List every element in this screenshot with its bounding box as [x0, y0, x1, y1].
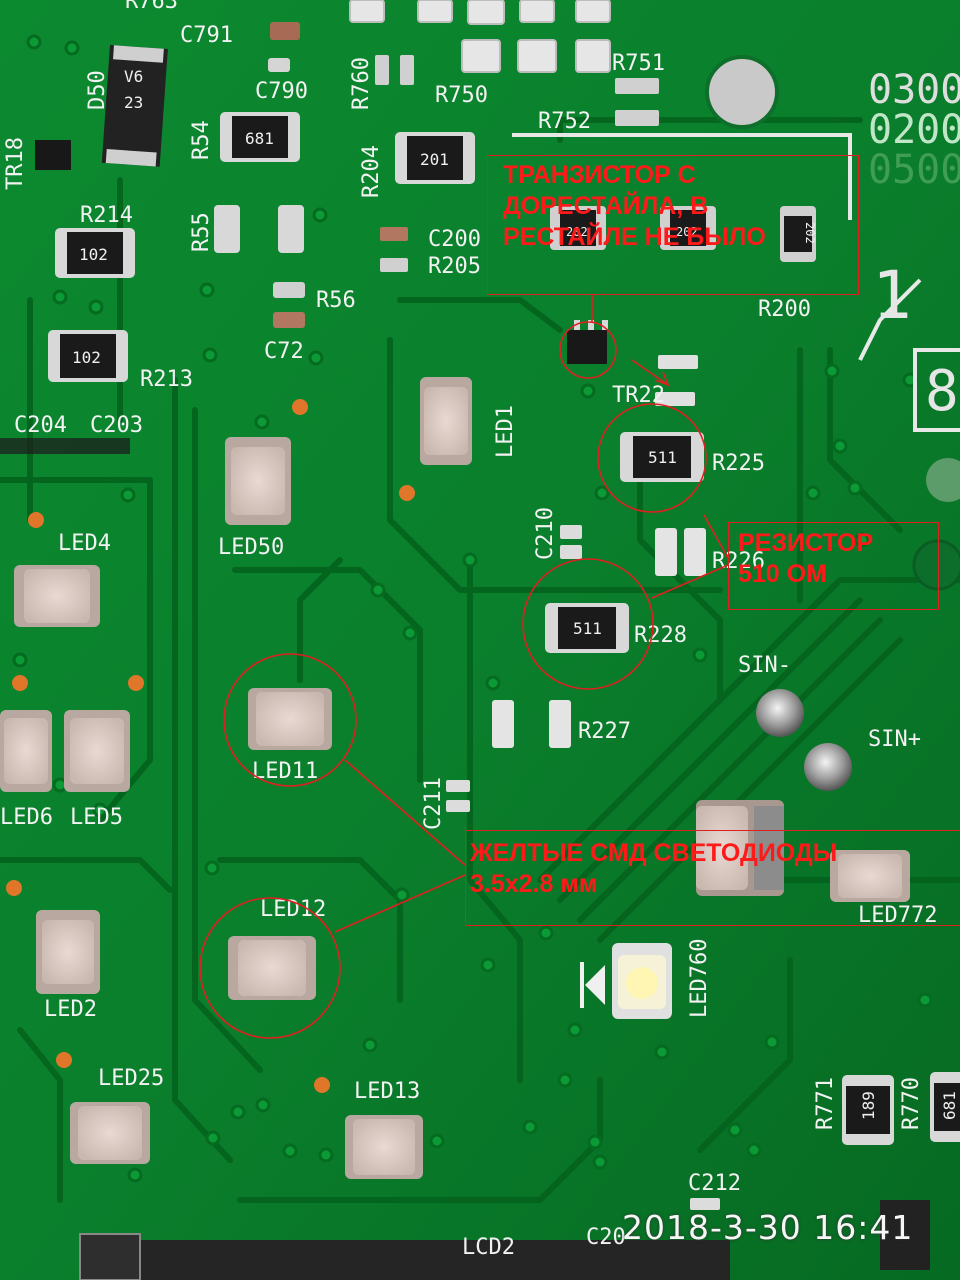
photo-timestamp: 2018-3-30 16:41 — [622, 1208, 914, 1247]
silkscreen-outlines — [512, 133, 960, 432]
label-r213: R213 — [140, 367, 193, 392]
top-pads — [349, 0, 611, 73]
label-led1: LED1 — [493, 405, 518, 458]
vias — [12, 34, 933, 1183]
label-r763: R763 — [125, 0, 178, 14]
version-markings: 0300 0200 0500 1 8 — [868, 67, 960, 424]
label-led772: LED772 — [858, 903, 937, 928]
code-202-a: 202 — [566, 225, 588, 239]
leds-annotation-line-2: 3.5x2.8 мм — [470, 870, 598, 898]
label-r205: R205 — [428, 254, 481, 279]
silkscreen-labels: R763 C791 C790 R760 R750 R751 R752 D50 T… — [0, 0, 937, 1260]
label-r56: R56 — [316, 288, 356, 313]
label-r228: R228 — [634, 623, 687, 648]
label-led2: LED2 — [44, 997, 97, 1022]
component-codes: 681 201 102 102 511 511 189 681 V6 23 20… — [72, 67, 959, 1120]
label-r214: R214 — [80, 203, 133, 228]
code-189: 189 — [859, 1091, 878, 1120]
edge-connector — [926, 458, 960, 502]
label-sin-minus: SIN- — [738, 653, 791, 678]
resistor-annotation-line-2: 510 ОМ — [738, 560, 827, 588]
label-tr18: TR18 — [3, 137, 28, 190]
label-lcd2: LCD2 — [462, 1235, 515, 1260]
transistor-annotation-line-3: РЕСТАЙЛЕ НЕ БЫЛО — [503, 223, 766, 251]
transistor-annotation-line-2: ДОРЕСТАЙЛА, В — [503, 192, 709, 220]
test-pads — [6, 399, 415, 1093]
label-r227: R227 — [578, 719, 631, 744]
smd-leds — [0, 377, 910, 1179]
label-r225: R225 — [712, 451, 765, 476]
resistor-annotation: РЕЗИСТОР 510 ОМ — [738, 528, 873, 590]
code-102-a: 102 — [79, 245, 108, 264]
marking-0300: 0300 — [868, 67, 960, 113]
lcd-connector — [79, 1200, 930, 1280]
label-r55: R55 — [189, 212, 214, 252]
marking-8: 8 — [925, 359, 959, 424]
label-led13: LED13 — [354, 1079, 420, 1104]
label-c790: C790 — [255, 79, 308, 104]
label-c204: C204 — [14, 413, 67, 438]
label-r54: R54 — [189, 120, 214, 160]
code-511-b: 511 — [573, 619, 602, 638]
leds-annotation-box — [465, 830, 960, 926]
sin-plus-terminal — [804, 743, 852, 791]
code-202-b: 202 — [676, 225, 698, 239]
label-led6: LED6 — [0, 805, 53, 830]
transistor-annotation-line-1: ТРАНЗИСТОР С — [503, 161, 696, 189]
marking-0200: 0200 — [868, 107, 960, 153]
label-c200: C200 — [428, 227, 481, 252]
label-r204: R204 — [359, 145, 384, 198]
label-r751: R751 — [612, 51, 665, 76]
smd-resistors — [48, 112, 960, 1145]
leds-annotation: ЖЕЛТЫЕ СМД СВЕТОДИОДЫ 3.5x2.8 мм — [470, 838, 837, 900]
label-d50: D50 — [85, 70, 110, 110]
marking-v6: V6 — [124, 67, 143, 86]
label-r226: R226 — [712, 549, 765, 574]
marking-0500: 0500 — [868, 147, 960, 193]
semiconductors — [35, 45, 608, 364]
label-r760: R760 — [349, 57, 374, 110]
label-led4: LED4 — [58, 531, 111, 556]
label-led25: LED25 — [98, 1066, 164, 1091]
leds-annotation-line-1: ЖЕЛТЫЕ СМД СВЕТОДИОДЫ — [470, 839, 838, 867]
sin-minus-terminal — [756, 689, 804, 737]
label-sin-plus: SIN+ — [868, 727, 921, 752]
label-c212: C212 — [688, 1171, 741, 1196]
label-led760: LED760 — [687, 939, 712, 1018]
code-681: 681 — [245, 129, 274, 148]
code-681-b: 681 — [940, 1091, 959, 1120]
code-202-c: 202 — [803, 222, 817, 244]
resistor-annotation-line-1: РЕЗИСТОР — [738, 529, 874, 557]
mounting-hole — [705, 55, 779, 129]
label-led50: LED50 — [218, 535, 284, 560]
code-102-b: 102 — [72, 348, 101, 367]
label-r200: R200 — [758, 297, 811, 322]
label-r750: R750 — [435, 83, 488, 108]
label-c20: C20 — [586, 1225, 626, 1250]
marking-23: 23 — [124, 93, 143, 112]
transistor-annotation-box — [487, 155, 859, 295]
label-c210: C210 — [533, 507, 558, 560]
label-r771: R771 — [813, 1077, 838, 1130]
annotation-marks — [199, 294, 729, 1039]
label-c72: C72 — [264, 339, 304, 364]
label-led12: LED12 — [260, 897, 326, 922]
diode-symbol — [580, 962, 605, 1008]
label-r752: R752 — [538, 109, 591, 134]
marking-1: 1 — [872, 257, 912, 334]
label-r770: R770 — [899, 1077, 924, 1130]
label-c203: C203 — [90, 413, 143, 438]
small-components — [0, 22, 720, 1210]
resistor-annotation-box — [728, 522, 939, 610]
label-c211: C211 — [421, 777, 446, 830]
code-201: 201 — [420, 150, 449, 169]
code-511-a: 511 — [648, 448, 677, 467]
label-c791: C791 — [180, 23, 233, 48]
label-led5: LED5 — [70, 805, 123, 830]
transistor-annotation: ТРАНЗИСТОР С ДОРЕСТАЙЛА, В РЕСТАЙЛЕ НЕ Б… — [503, 160, 766, 253]
